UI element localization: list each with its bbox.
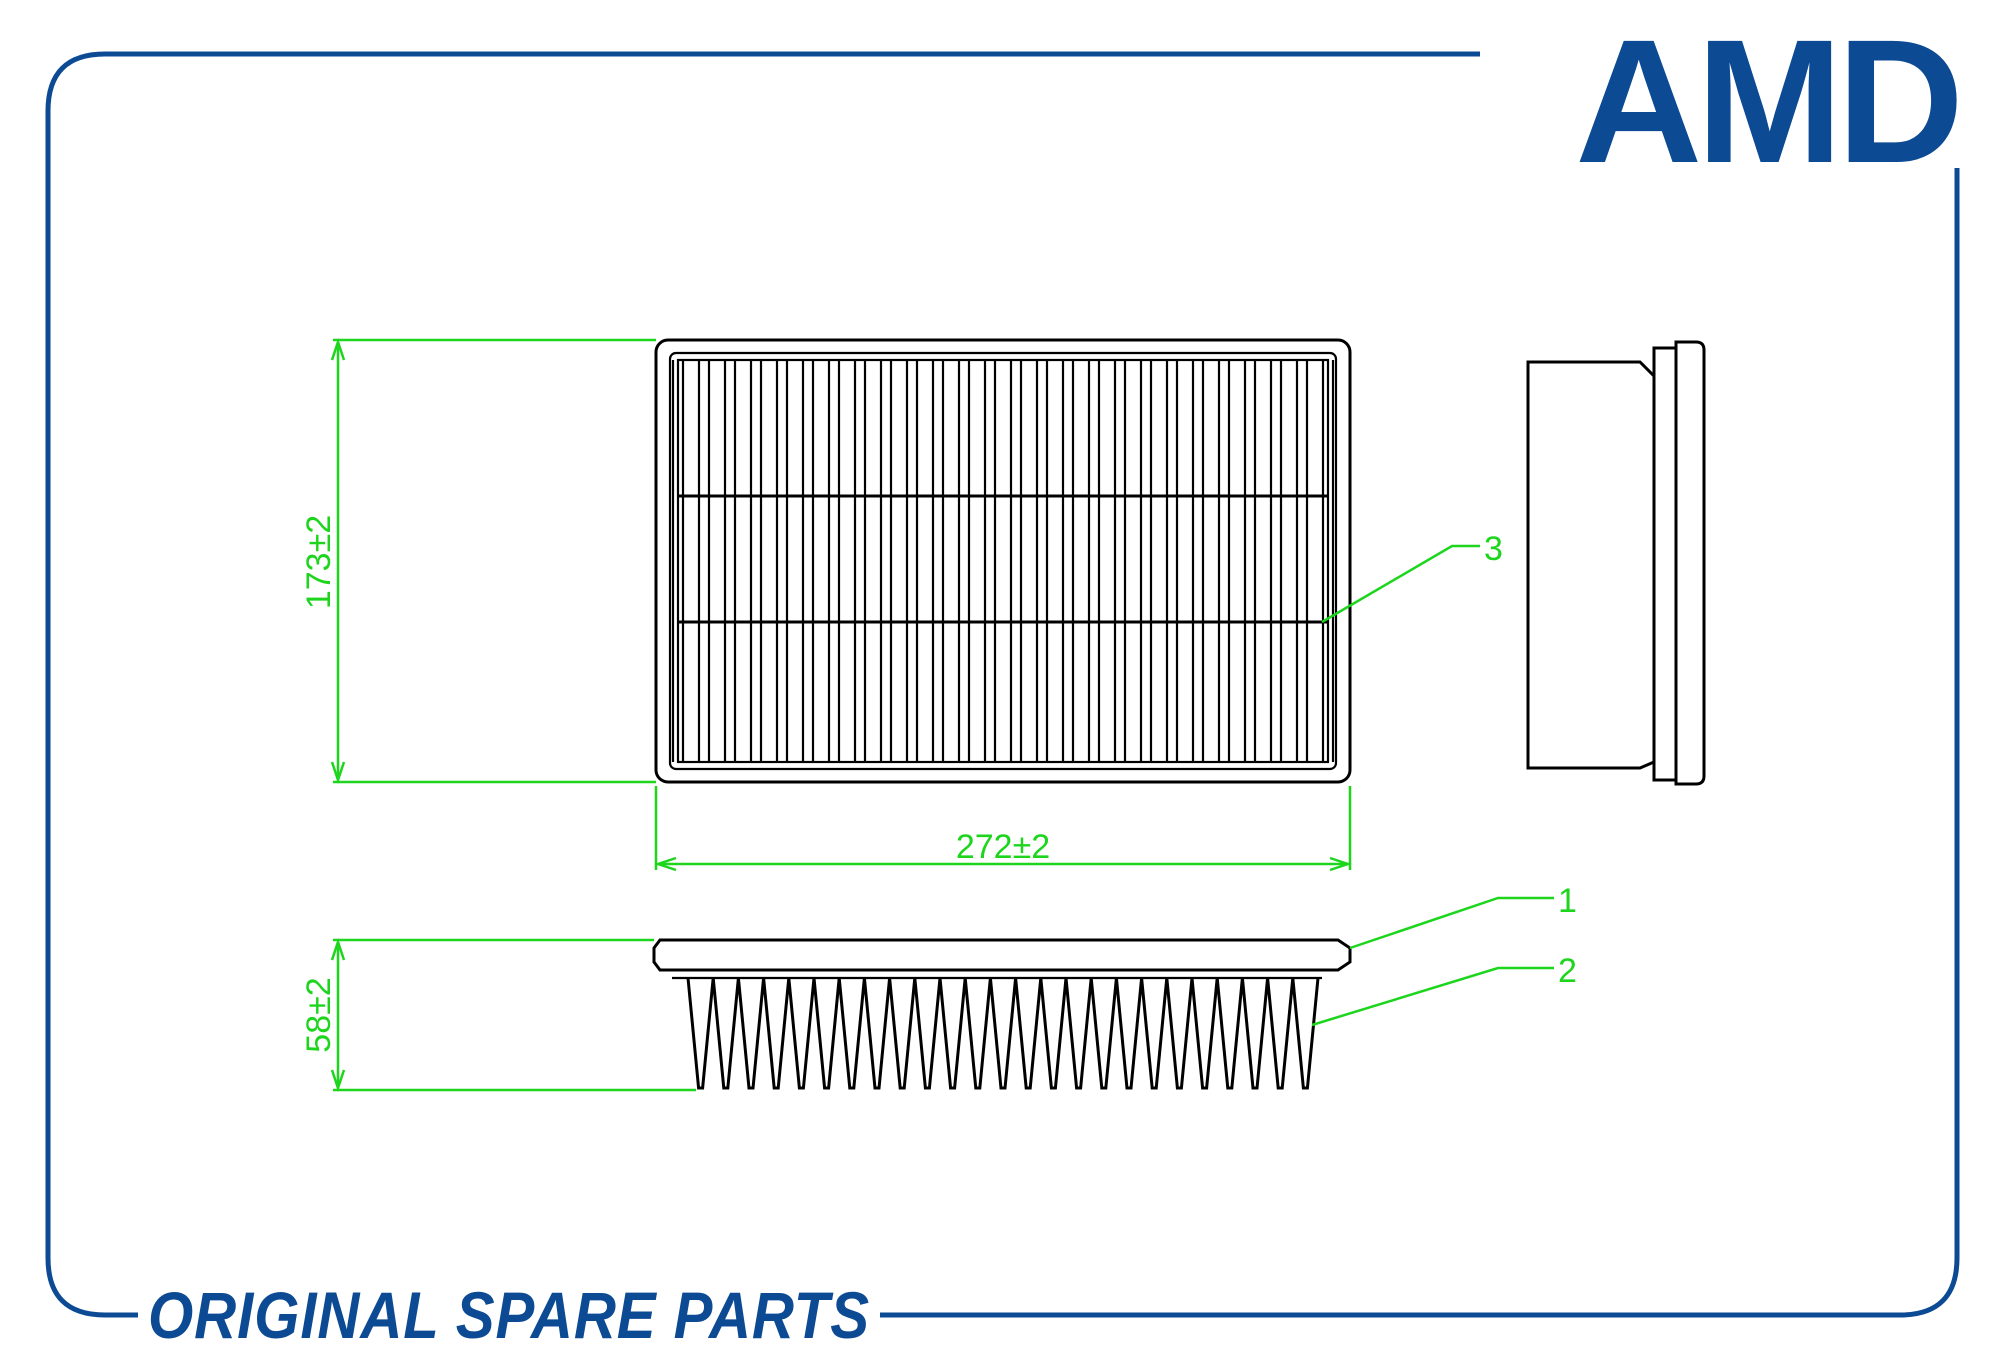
side-view <box>1526 340 1706 786</box>
top-view <box>654 338 1352 784</box>
side-view-body <box>1526 360 1656 770</box>
front-view <box>652 938 1352 1090</box>
brand-tagline: ORIGINAL SPARE PARTS <box>148 1278 870 1352</box>
frame-border <box>45 51 1960 1318</box>
callout-3: 3 <box>1321 530 1503 624</box>
dimension-depth-label: 58±2 <box>300 977 338 1052</box>
side-view-lip <box>1674 340 1706 786</box>
front-view-flange <box>652 938 1352 972</box>
amd-logo: AMD <box>1575 4 1964 200</box>
callout-3-label: 3 <box>1484 530 1503 568</box>
dimension-width-label: 272±2 <box>956 828 1050 866</box>
svg-text:AMD: AMD <box>1575 4 1958 200</box>
side-view-flange <box>1652 346 1678 782</box>
filter-frame-outer <box>654 338 1352 784</box>
callout-1: 1 <box>1349 882 1577 950</box>
dimension-height: 173±2 <box>300 338 656 784</box>
filter-frame-inner <box>668 351 1338 771</box>
filter-media-area <box>676 358 1330 764</box>
pleat-zigzag <box>686 977 1320 1090</box>
callout-2-label: 2 <box>1558 952 1577 990</box>
callout-2: 2 <box>1311 952 1577 1027</box>
dimension-height-label: 173±2 <box>300 515 338 609</box>
dimension-width: 272±2 <box>654 786 1352 872</box>
callout-1-label: 1 <box>1558 882 1577 920</box>
dimension-depth: 58±2 <box>300 938 696 1092</box>
pleat-lines <box>671 360 1335 762</box>
